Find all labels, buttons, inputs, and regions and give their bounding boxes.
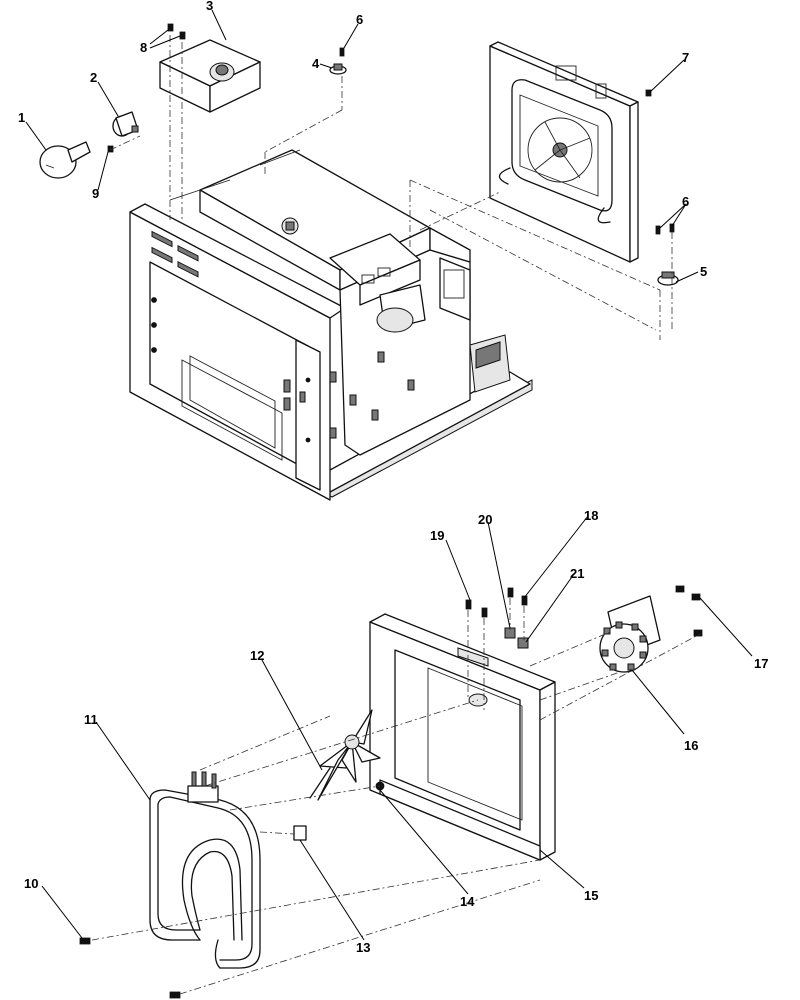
screw-18b — [521, 595, 528, 606]
lamp-housing — [159, 39, 261, 113]
callout-17: 17 — [754, 656, 768, 671]
standoffs — [329, 351, 415, 439]
screw-8a — [167, 23, 174, 32]
callout-1: 1 — [18, 110, 25, 125]
nut-13 — [293, 825, 307, 841]
callout-18: 18 — [584, 508, 598, 523]
thermostat-side — [657, 271, 679, 286]
callout-10: 10 — [24, 876, 38, 891]
callout-21: 21 — [570, 566, 584, 581]
callout-15: 15 — [584, 888, 598, 903]
callout-19: 19 — [430, 528, 444, 543]
callout-8: 8 — [140, 40, 147, 55]
callout-6-side: 6 — [682, 194, 689, 209]
rear-fan-panel — [489, 41, 639, 263]
callout-3: 3 — [206, 0, 213, 13]
vent-slots — [151, 230, 199, 278]
callout-12: 12 — [250, 648, 264, 663]
lower-assembly-lines — [91, 598, 701, 995]
callout-7: 7 — [682, 50, 689, 65]
screw-17a — [675, 585, 685, 593]
callout-13: 13 — [356, 940, 370, 955]
callout-4: 4 — [312, 56, 320, 71]
callout-9: 9 — [92, 186, 99, 201]
lamp-socket — [112, 111, 139, 137]
screw-10a — [79, 937, 91, 945]
oven-cavity-assembly — [129, 149, 533, 501]
thermal-fuse — [504, 627, 529, 649]
fan-motor — [599, 595, 661, 673]
callout-20: 20 — [478, 512, 492, 527]
callout-11: 11 — [84, 712, 98, 727]
lamp-bulb — [39, 141, 91, 179]
screw-6c — [655, 225, 661, 235]
callout-5: 5 — [700, 264, 707, 279]
screw-7 — [645, 89, 652, 97]
callout-2: 2 — [90, 70, 97, 85]
screw-19b — [481, 607, 488, 618]
callout-16: 16 — [684, 738, 698, 753]
fan-blade — [309, 709, 381, 801]
screw-8b — [179, 31, 186, 40]
callout-labels: 1 2 3 4 5 6 6 7 8 9 10 11 12 13 14 15 16… — [18, 0, 768, 955]
thermostat-top — [329, 47, 347, 75]
screw-17c — [693, 629, 703, 637]
screw-17b — [691, 593, 701, 601]
leader-lines — [25, 9, 753, 941]
screw-18a — [507, 587, 514, 598]
callout-14: 14 — [460, 894, 475, 909]
convection-panel — [369, 613, 556, 861]
heating-element — [149, 771, 261, 969]
upper-assembly-lines — [109, 35, 673, 340]
screw-19a — [465, 599, 472, 610]
callout-6-top: 6 — [356, 12, 363, 27]
screw-10b — [169, 991, 181, 999]
